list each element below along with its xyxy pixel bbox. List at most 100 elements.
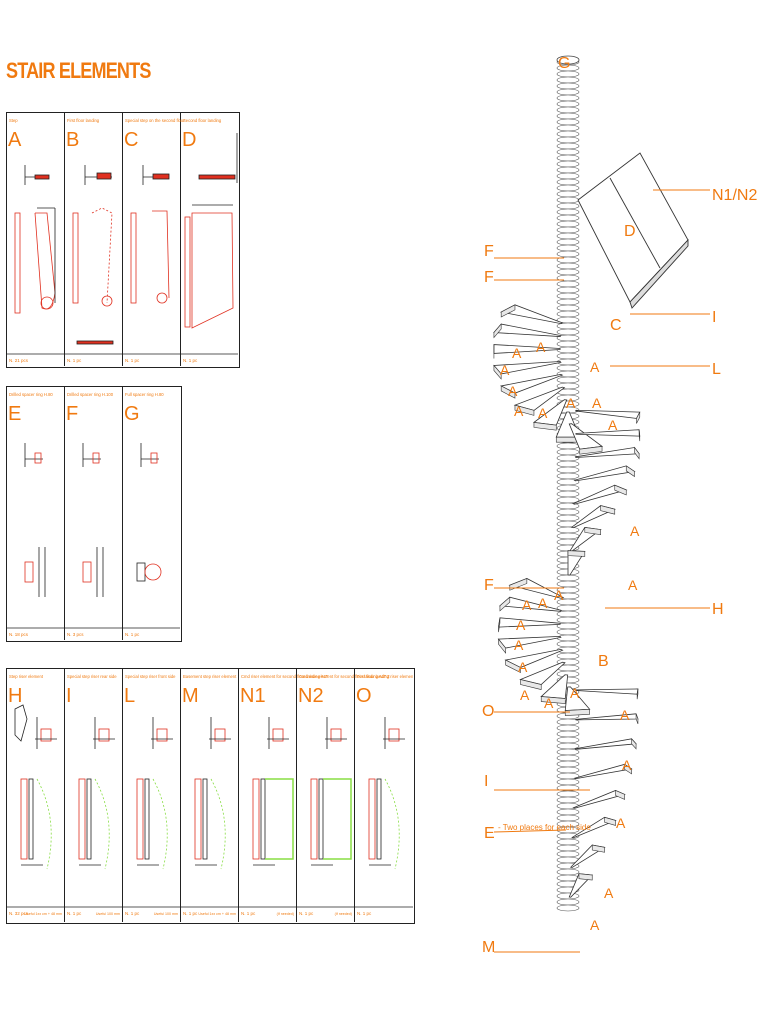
sheet3-cell-desc: Basement step riser element — [183, 674, 237, 679]
sheet2-cell-desc: Drilled spacer ring H.100 — [67, 392, 114, 397]
sheet3-cell-qty: N. 1 pc — [299, 911, 314, 916]
callout-m: M — [482, 939, 495, 956]
step-marker-a: A — [630, 523, 640, 539]
sheet1-cell-letter: C — [124, 129, 138, 151]
callout-e-note: - Two places for each side — [498, 823, 591, 832]
sheet3-cell-note: Useful 1xx cm + 48 mm — [198, 912, 236, 916]
step-marker-a: A — [512, 345, 522, 361]
callout-h: H — [712, 601, 724, 618]
callout-b: B — [598, 653, 609, 670]
step-marker-a: A — [520, 687, 530, 703]
callout-o: O — [482, 703, 494, 720]
step-marker-a: A — [566, 395, 576, 411]
sheet1-cell-desc: Second floor landing — [183, 118, 222, 123]
callout-c: C — [610, 317, 622, 334]
sheet3-cell-desc: First floor landing riser element — [357, 674, 413, 679]
sheet3-cell-note: Useful 100 mm — [96, 912, 120, 916]
callout-i-2: I — [484, 773, 488, 790]
sheet1-cell-desc: Special step on the second floor — [125, 118, 185, 123]
sheet1-cell-letter: A — [8, 129, 22, 151]
drawing-landing-b — [72, 165, 114, 345]
step-marker-a: A — [608, 417, 618, 433]
sheet3-cell-desc: Special step riser front side — [125, 674, 176, 679]
sheet3-cell-qty: N. 1 pc — [183, 911, 198, 916]
sheet1-cell-letter: B — [66, 129, 79, 151]
drawing-ring-f — [82, 443, 104, 597]
sheet2-cell-qty: N. 1 pc — [125, 632, 140, 637]
callout-lines — [493, 189, 710, 953]
sheet3-cell-letter: M — [182, 685, 199, 707]
step-marker-a: A — [522, 597, 532, 613]
callout-l: L — [712, 361, 721, 378]
sheet3-cell-note: (If needed) — [335, 912, 352, 916]
step-marker-a: A — [514, 637, 524, 653]
drawing-landing-d — [184, 133, 238, 329]
callout-g: G — [558, 55, 570, 72]
sheet3-cell-note: Useful 100 mm — [154, 912, 178, 916]
step-marker-a: A — [538, 405, 548, 421]
step-marker-a: A — [536, 339, 546, 355]
step-marker-a: A — [628, 577, 638, 593]
step-marker-a: A — [570, 685, 580, 701]
sheet2-cell-letter: E — [8, 403, 21, 425]
sheet1-cell-qty: N. 1 pc — [67, 358, 82, 363]
callout-e: E — [484, 825, 495, 842]
sheet1-cell-qty: N. 1 pc — [125, 358, 140, 363]
central-column — [556, 55, 580, 912]
sheet3-cell-desc: Cmd riser element for second floor landi… — [299, 674, 390, 679]
sheet2-cell-letter: G — [124, 403, 140, 425]
drawing-ring-g — [136, 443, 162, 582]
spiral-stair-diagram: G N1/N2 D F F I C L F H B O I E - Two pl… — [482, 55, 757, 956]
step-marker-a: A — [590, 359, 600, 375]
callout-f-1: F — [484, 243, 494, 260]
sheet3-cell-letter: N1 — [240, 685, 266, 707]
riser-drawings — [14, 704, 405, 870]
sheet1-cell-qty: N. 21 pcs — [9, 358, 29, 363]
step-marker-a: A — [554, 587, 564, 603]
callout-f-3: F — [484, 577, 494, 594]
step-marker-a: A — [622, 757, 632, 773]
sheet3-cell-qty: N. 1 pc — [357, 911, 372, 916]
upper-steps — [493, 304, 641, 576]
sheet3-cell-letter: L — [124, 685, 135, 707]
sheet3-cell-letter: N2 — [298, 685, 324, 707]
step-marker-a: A — [620, 707, 630, 723]
sheet3-cell-qty: N. 1 pc — [241, 911, 256, 916]
sheet3-cell-qty: N. 1 pc — [67, 911, 82, 916]
callout-n1n2: N1/N2 — [712, 187, 757, 204]
drawing-special-step-c — [130, 165, 170, 304]
drawing-ring-e — [24, 443, 46, 597]
sheet1-cell-letter: D — [182, 129, 196, 151]
step-marker-a: A — [544, 695, 554, 711]
step-marker-a: A — [518, 659, 528, 675]
sheet2-cell-desc: Full spacer ring H.80 — [125, 392, 164, 397]
sheet3-cell-desc: Step riser element — [9, 674, 44, 679]
sheet1-cell-qty: N. 1 pc — [183, 358, 198, 363]
sheet3-cell-qty: N. 32 pcs — [9, 911, 29, 916]
callout-i-1: I — [712, 309, 716, 326]
step-marker-a: A — [508, 383, 518, 399]
sheet3-cell-note: Useful 1xx cm + 48 mm — [24, 912, 62, 916]
page-title: STAIR ELEMENTS — [6, 58, 151, 83]
sheet2-cell-letter: F — [66, 403, 78, 425]
callout-f-2: F — [484, 269, 494, 286]
step-marker-a: A — [590, 917, 600, 933]
sheet2-cell-qty: N. 18 pcs — [9, 632, 29, 637]
step-marker-a: A — [604, 885, 614, 901]
sheet3-cell-desc: Special step riser rear side — [67, 674, 117, 679]
bottom-steps — [568, 688, 639, 898]
step-marker-a: A — [514, 403, 524, 419]
sheet3-cell-letter: I — [66, 685, 72, 707]
step-marker-a: A — [616, 815, 626, 831]
sheet3-cell-letter: O — [356, 685, 372, 707]
step-marker-a: A — [538, 595, 548, 611]
drawing-step-a — [14, 165, 56, 314]
step-marker-a: A — [500, 362, 510, 378]
